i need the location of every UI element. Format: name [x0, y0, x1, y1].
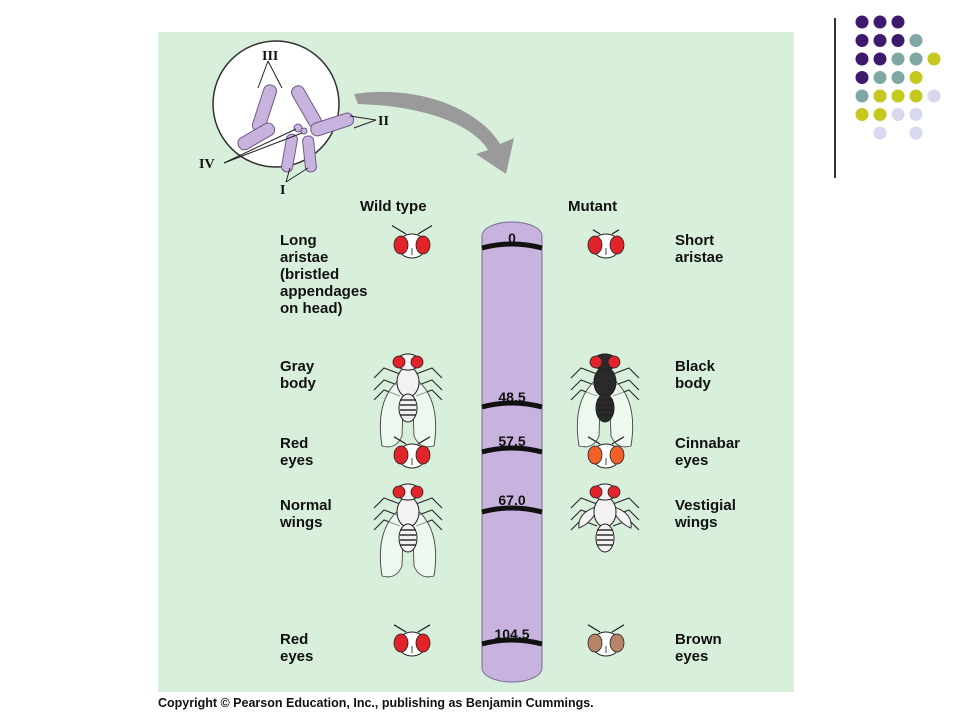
decor-dot: [909, 34, 923, 47]
decorative-dot-grid: [855, 15, 941, 140]
fly-head-icon: [391, 225, 433, 259]
chromosome-i-right: [302, 135, 317, 173]
chromosome-inset: [212, 40, 377, 183]
wild-trait-label: Red eyes: [280, 631, 314, 665]
chromosome-label-ii: II: [378, 114, 389, 129]
decor-dot: [891, 89, 905, 103]
decor-dot: [891, 71, 905, 84]
locus-position: 67.0: [498, 492, 526, 508]
linkage-map-diagram: [212, 40, 640, 683]
locus-band: [481, 445, 543, 455]
decor-dot: [873, 15, 887, 29]
fly-icon: [373, 353, 443, 448]
locus-bands: [481, 241, 543, 647]
decor-dot: [891, 108, 905, 121]
locus-band: [481, 241, 543, 251]
decor-dot: [855, 89, 869, 103]
fly-head-icon: [393, 436, 431, 469]
decor-dot: [909, 52, 923, 66]
mutant-trait-label: Black body: [675, 358, 716, 392]
chromosome-label-i: I: [280, 183, 286, 198]
decor-dot: [855, 34, 869, 47]
wild-type-header: Wild type: [360, 198, 427, 215]
fly-illustrations: [373, 225, 640, 657]
decor-dot: [873, 52, 887, 66]
decor-dot: [873, 108, 887, 121]
decor-dot: [909, 108, 923, 121]
wild-trait-label: Red eyes: [280, 435, 314, 469]
decor-dot: [873, 71, 887, 84]
decor-dot: [909, 126, 923, 140]
chromosome-i-left: [281, 133, 298, 173]
chromosome-ii-arm: [310, 112, 355, 137]
locus-position: 0: [508, 230, 516, 246]
decor-dot: [855, 71, 869, 84]
fly-icon: [570, 483, 640, 553]
decor-dot: [873, 34, 887, 47]
decorative-divider-line: [834, 18, 836, 178]
chromosome-iv-dot-2: [300, 127, 308, 135]
locus-band: [481, 400, 543, 410]
fly-head-icon: [587, 624, 625, 657]
fly-icon: [373, 483, 443, 578]
locus-position: 104.5: [494, 626, 530, 642]
mutant-trait-label: Brown eyes: [675, 631, 722, 665]
locus-band: [481, 505, 543, 515]
arrow-shape: [354, 91, 514, 174]
locus-position: 57.5: [498, 433, 526, 449]
decor-dot: [909, 89, 923, 103]
chromosome-iii-arm: [237, 122, 276, 151]
decor-dot: [927, 52, 941, 66]
copyright-notice: Copyright © Pearson Education, Inc., pub…: [158, 696, 594, 710]
fly-head-icon: [587, 229, 625, 259]
locus-position: 48.5: [498, 389, 526, 405]
decor-dot: [855, 52, 869, 66]
decor-dot: [927, 89, 941, 103]
wild-trait-label: Long aristae (bristled appendages on hea…: [280, 232, 368, 317]
mutant-trait-label: Short aristae: [675, 232, 724, 266]
decor-dot: [873, 89, 887, 103]
decor-dot: [891, 34, 905, 47]
fly-head-icon: [393, 624, 431, 657]
decor-dot: [891, 52, 905, 66]
chromosome-label-iii: III: [262, 49, 279, 64]
fly-icon: [570, 353, 640, 448]
locus-band: [481, 637, 543, 647]
chromosome-label-iv: IV: [199, 157, 215, 172]
wild-trait-label: Normal wings: [280, 497, 332, 531]
mutant-trait-label: Vestigial wings: [675, 497, 736, 531]
fly-head-icon: [587, 436, 625, 469]
decor-dot: [891, 15, 905, 29]
decor-dot: [855, 108, 869, 121]
chromosome-iv-dot: [293, 123, 303, 133]
mutant-trait-label: Cinnabar eyes: [675, 435, 741, 469]
wild-trait-label: Gray body: [280, 358, 316, 392]
decor-dot: [909, 71, 923, 84]
mutant-header: Mutant: [568, 198, 618, 215]
decor-dot: [873, 126, 887, 140]
decor-dot: [855, 15, 869, 29]
